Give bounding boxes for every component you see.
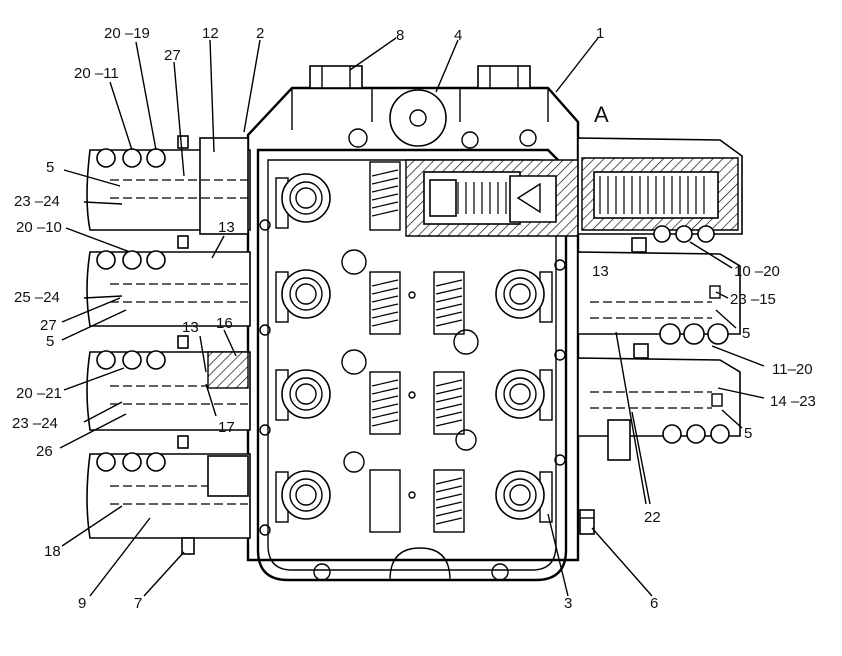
label-7: 7 (134, 595, 142, 612)
label-23-24-low: 23 –24 (12, 415, 58, 432)
label-11-20: 11–20 (772, 361, 813, 378)
label-20-19: 20 –19 (104, 25, 150, 42)
label-A: A (594, 102, 609, 127)
label-2: 2 (256, 25, 264, 42)
label-8: 8 (396, 27, 404, 44)
callout-labels: 20 –19 12 2 8 4 1 20 –11 27 A 5 23 –24 2… (12, 25, 816, 612)
label-1: 1 (596, 25, 604, 42)
solenoid-low-right (577, 357, 741, 461)
label-26: 26 (36, 443, 53, 460)
solenoid-top-right (577, 137, 743, 253)
label-25-24: 25 –24 (14, 289, 60, 306)
label-27-mid: 27 (40, 317, 57, 334)
label-5-2: 5 (46, 333, 54, 350)
solenoid-mid-right (577, 251, 741, 359)
label-5-1: 5 (46, 159, 54, 176)
label-23-24-top: 23 –24 (14, 193, 60, 210)
label-13-right: 13 (592, 263, 609, 280)
sectioned-valve (405, 159, 579, 237)
label-6: 6 (650, 595, 658, 612)
label-5-low-right: 5 (744, 425, 752, 442)
bolt-6 (579, 509, 595, 535)
label-4: 4 (454, 27, 462, 44)
springs (369, 161, 465, 533)
label-22: 22 (644, 509, 661, 526)
leader-lines (59, 37, 765, 597)
label-23-15: 23 –15 (730, 291, 776, 308)
solenoids-left (86, 135, 251, 555)
label-9: 9 (78, 595, 86, 612)
label-18: 18 (44, 543, 61, 560)
label-13-top: 13 (218, 219, 235, 236)
label-13-mid: 13 (182, 319, 199, 336)
label-3: 3 (564, 595, 572, 612)
label-20-10: 20 –10 (16, 219, 62, 236)
spool-bores (275, 173, 553, 523)
label-5-right: 5 (742, 325, 750, 342)
label-20-11: 20 –11 (74, 65, 119, 82)
label-14-23: 14 –23 (770, 393, 816, 410)
label-12: 12 (202, 25, 219, 42)
label-10-20: 10 –20 (734, 263, 780, 280)
label-17: 17 (218, 419, 235, 436)
label-20-21: 20 –21 (16, 385, 62, 402)
label-27-top: 27 (164, 47, 181, 64)
label-16: 16 (216, 315, 233, 332)
